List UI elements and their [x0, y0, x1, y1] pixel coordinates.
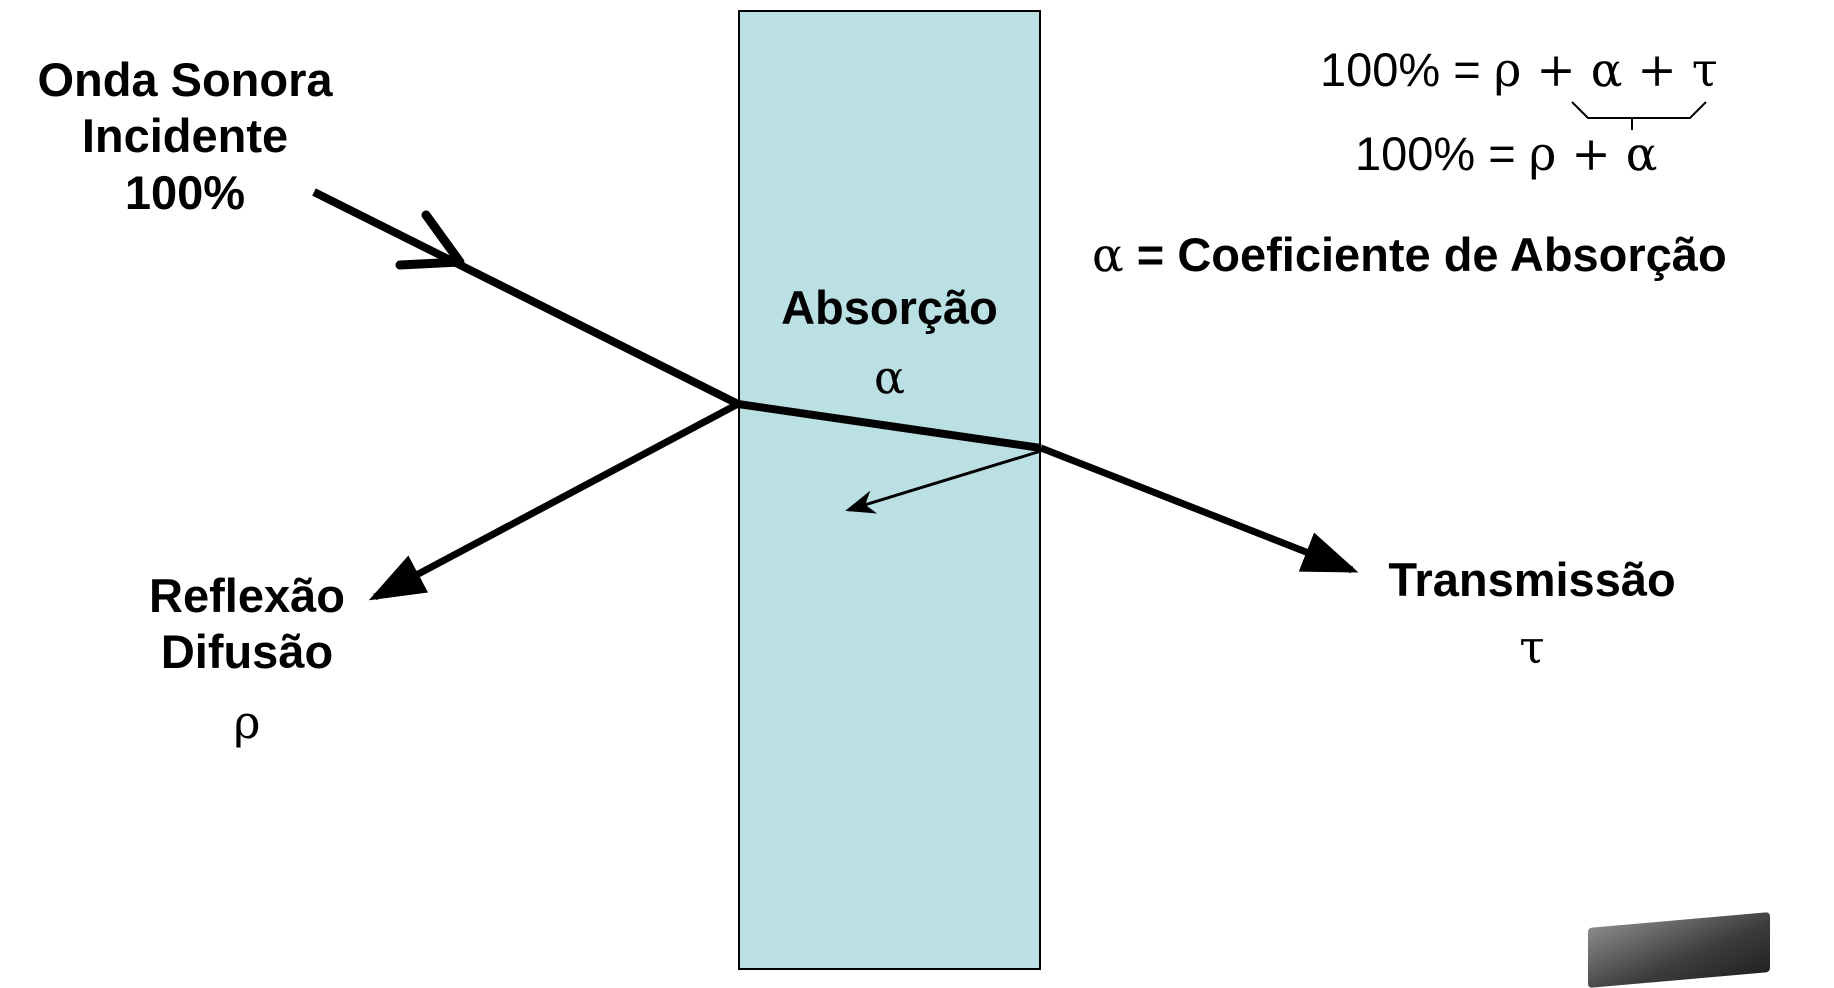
transmission-ray — [1039, 444, 1359, 574]
refracted-ray — [737, 400, 1042, 452]
incident-ray — [312, 188, 740, 408]
reflection-label: Reflexão Difusão — [120, 568, 374, 681]
absorption-panel — [738, 10, 1041, 970]
incident-line-2: Incidente — [81, 109, 289, 163]
transmission-label: Transmissão — [1388, 553, 1676, 606]
absorption-symbol: α — [873, 350, 906, 404]
reflection-line-1: Reflexão — [149, 569, 345, 622]
incident-line-1: Onda Sonora — [37, 53, 333, 106]
incident-label: Onda Sonora Incidente 100% — [8, 52, 362, 221]
eq2-lhs: 100% = — [1355, 127, 1529, 180]
eq2-rho: ρ — [1528, 127, 1557, 182]
eq2-alpha: α — [1625, 127, 1658, 182]
internal-reflection-ray — [845, 449, 1042, 514]
incident-arrowhead — [395, 210, 465, 270]
reflection-line-2: Difusão — [160, 625, 334, 679]
reflection-ray — [368, 400, 740, 601]
absorption-coefficient-definition: α = Coeficiente de Absorção — [1092, 227, 1727, 283]
reflection-symbol: ρ — [233, 695, 261, 749]
equation-brace — [1571, 101, 1707, 119]
ray-diagram — [312, 101, 1707, 601]
eq2-plus: + — [1556, 127, 1626, 182]
eq1-lhs: 100% = — [1320, 43, 1494, 96]
definition-symbol: α — [1092, 228, 1124, 283]
equation-2: 100% = ρ + α — [1355, 126, 1657, 182]
absorption-label: Absorção — [781, 281, 998, 334]
eq1-rho: ρ — [1493, 43, 1522, 98]
equation-1: 100% = ρ + α + τ — [1320, 42, 1718, 98]
eq1-plus-2: + — [1622, 43, 1692, 98]
eq1-tau: τ — [1691, 43, 1718, 98]
eq1-plus-1: + — [1521, 43, 1591, 98]
definition-text: = Coeficiente de Absorção — [1123, 228, 1727, 281]
incident-line-3: 100% — [124, 165, 246, 219]
transmission-symbol: τ — [1519, 620, 1545, 674]
eq1-alpha: α — [1590, 43, 1623, 98]
